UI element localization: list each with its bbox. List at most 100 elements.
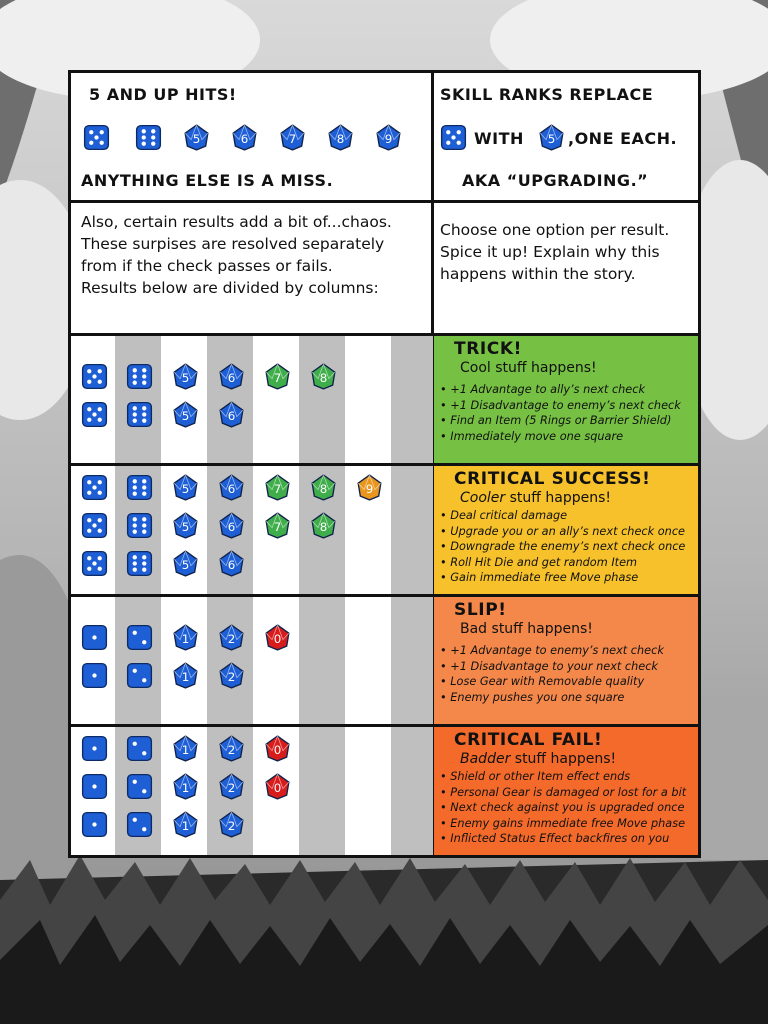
d6-die-icon [126,811,153,838]
d6-die-icon [83,124,110,151]
d10-die-icon: 8 [311,512,336,539]
d10-die-icon: 2 [219,773,244,800]
d6-die-icon [126,401,153,428]
list-item: Immediately move one square [440,429,698,445]
list-item: Enemy pushes you one square [440,690,698,706]
column-stripe [115,336,161,463]
die-face-number: 6 [241,132,249,146]
d6-die-icon [126,773,153,800]
die-face-number: 2 [228,743,236,757]
d10-die-icon: 6 [219,550,244,577]
d10-die-icon: 1 [173,735,198,762]
result-title: SLIP! [454,600,507,620]
d10-die-icon: 7 [265,512,290,539]
column-stripe [391,597,433,724]
d6-die-icon [126,363,153,390]
d10-die-icon: 1 [173,624,198,651]
d10-die-icon: 6 [219,512,244,539]
die-face-number: 9 [366,482,374,496]
d6-die-icon [81,363,108,390]
die-face-number: 7 [274,371,282,385]
d6-die-icon [126,662,153,689]
die-face-number: 5 [182,371,190,385]
d10-die-icon: 8 [311,363,336,390]
list-item: +1 Disadvantage to enemy’s next check [440,398,698,414]
result-panel-4: CRITICAL FAIL!Badder stuff happens!Shiel… [434,727,698,855]
list-item: Shield or other Item effect ends [440,769,698,785]
d6-die-icon [126,550,153,577]
d6-die-icon [126,624,153,651]
result-subtitle: Badder stuff happens! [460,751,617,767]
d6-die-icon [81,773,108,800]
result-options-list: +1 Advantage to enemy’s next check+1 Dis… [440,643,698,705]
intro-text-right: Choose one option per result.Spice it up… [440,221,670,283]
d10-die-icon: 1 [173,773,198,800]
skill-ranks-heading: SKILL RANKS REPLACE [440,85,654,104]
column-stripe [391,336,433,463]
column-stripe [299,336,345,463]
d10-die-icon: 5 [539,123,564,151]
result-options-list: +1 Advantage to ally’s next check+1 Disa… [440,382,698,444]
result-subtitle: Cool stuff happens! [460,360,597,376]
d6-die-icon [81,550,108,577]
d10-die-icon: 9 [357,474,382,501]
column-stripe [391,466,433,594]
result-subtitle: Bad stuff happens! [460,621,593,637]
hits-heading: 5 AND UP HITS! [89,85,237,104]
list-item: Next check against you is upgraded once [440,800,698,816]
list-item: Find an Item (5 Rings or Barrier Shield) [440,413,698,429]
die-face-number: 2 [228,781,236,795]
d6-die-icon [81,512,108,539]
d10-die-icon: 2 [219,662,244,689]
result-panel-1: TRICK!Cool stuff happens! +1 Advantage to… [434,336,698,463]
d6-die-icon [81,401,108,428]
die-face-number: 5 [182,520,190,534]
d10-die-icon: 6 [219,401,244,428]
d10-die-icon: 0 [265,773,290,800]
d10-die-icon: 8 [328,124,353,151]
die-face-number: 1 [182,670,190,684]
die-face-number: 7 [274,482,282,496]
result-options-list: Deal critical damageUpgrade you or an al… [440,508,698,586]
d10-die-icon: 5 [538,123,565,155]
list-item: Upgrade you or an ally’s next check once [440,524,698,540]
column-stripe [207,597,253,724]
d10-die-icon: 7 [265,363,290,390]
list-item: Downgrade the enemy’s next check once [440,539,698,555]
die-face-number: 9 [385,132,393,146]
one-each-label: ,ONE EACH. [568,129,678,148]
result-title: TRICK! [454,339,523,359]
die-face-number: 2 [228,632,236,646]
die-face-number: 2 [228,819,236,833]
die-face-number: 2 [228,670,236,684]
die-face-number: 6 [228,558,236,572]
skill-ranks-cell: SKILL RANKS REPLACE WITH 5 ,ONE EACH. AK… [434,73,698,200]
result-panel-2: CRITICAL SUCCESS!Cooler stuff happens!De… [434,466,698,594]
column-stripe [299,597,345,724]
column-stripe [207,336,253,463]
die-face-number: 8 [337,132,345,146]
with-label: WITH [474,129,524,148]
d10-die-icon: 0 [265,624,290,651]
die-face-number: 5 [182,409,190,423]
d10-die-icon: 1 [173,662,198,689]
list-item: Gain immediate free Move phase [440,570,698,586]
d10-die-icon: 5 [184,124,209,151]
upgrade-rule-row: WITH 5 ,ONE EACH. [440,123,696,153]
d10-die-icon: 6 [232,124,257,151]
die-face-number: 8 [320,482,328,496]
d10-die-icon: 2 [219,735,244,762]
d10-die-icon: 0 [265,735,290,762]
d6-die-icon [81,662,108,689]
result-dice-panel: 1 2 0 1 2 [71,597,433,724]
column-stripe [391,727,433,855]
intro-text-left: Also, certain results add a bit of...cha… [81,213,392,297]
d10-die-icon: 6 [219,474,244,501]
d6-die-icon [81,474,108,501]
result-panel-3: SLIP!Bad stuff happens! +1 Advantage to e… [434,597,698,724]
d6-die-icon [135,124,162,151]
die-face-number: 8 [320,520,328,534]
